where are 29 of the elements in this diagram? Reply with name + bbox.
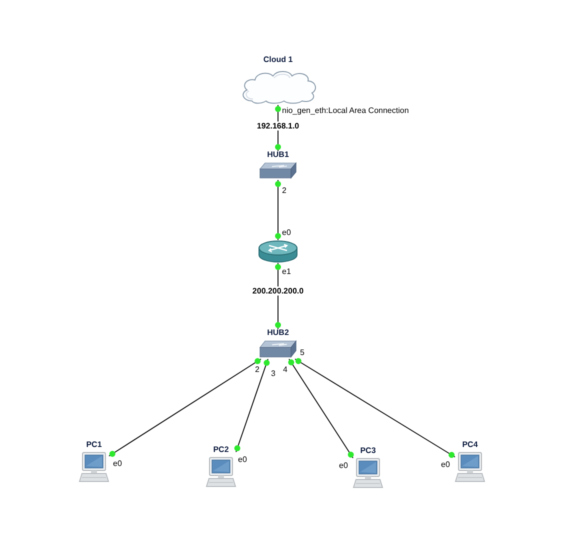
- port-label: 2: [255, 365, 260, 374]
- node-label: PC3: [360, 446, 376, 455]
- edge-label: 200.200.200.0: [251, 286, 305, 296]
- link-line: [234, 358, 270, 452]
- port-label: nio_gen_eth:Local Area Connection: [282, 106, 409, 115]
- node-label: PC4: [462, 440, 478, 449]
- port-label: e1: [282, 267, 291, 276]
- port-label: e0: [113, 459, 122, 468]
- link-line: [108, 358, 262, 457]
- link-line: [275, 180, 281, 240]
- node-label: PC2: [213, 445, 229, 454]
- edge-label: 192.168.1.0: [256, 122, 300, 131]
- port-label: 5: [300, 348, 304, 357]
- port-label: e0: [441, 460, 450, 469]
- link-line: [275, 104, 281, 152]
- router-icon: [258, 240, 298, 263]
- port-label: 4: [283, 365, 288, 374]
- port-label: 2: [282, 186, 286, 195]
- port-label: e0: [238, 455, 247, 464]
- link-line: [275, 262, 281, 330]
- node-label: HUB1: [267, 150, 289, 159]
- port-label: 3: [271, 369, 276, 378]
- node-label: Cloud 1: [263, 55, 293, 64]
- node-label: PC1: [86, 440, 102, 449]
- node-label: HUB2: [267, 328, 289, 337]
- port-label: e0: [339, 461, 348, 470]
- port-label: e0: [282, 228, 291, 237]
- link-line: [294, 358, 456, 458]
- link-line: [288, 358, 354, 458]
